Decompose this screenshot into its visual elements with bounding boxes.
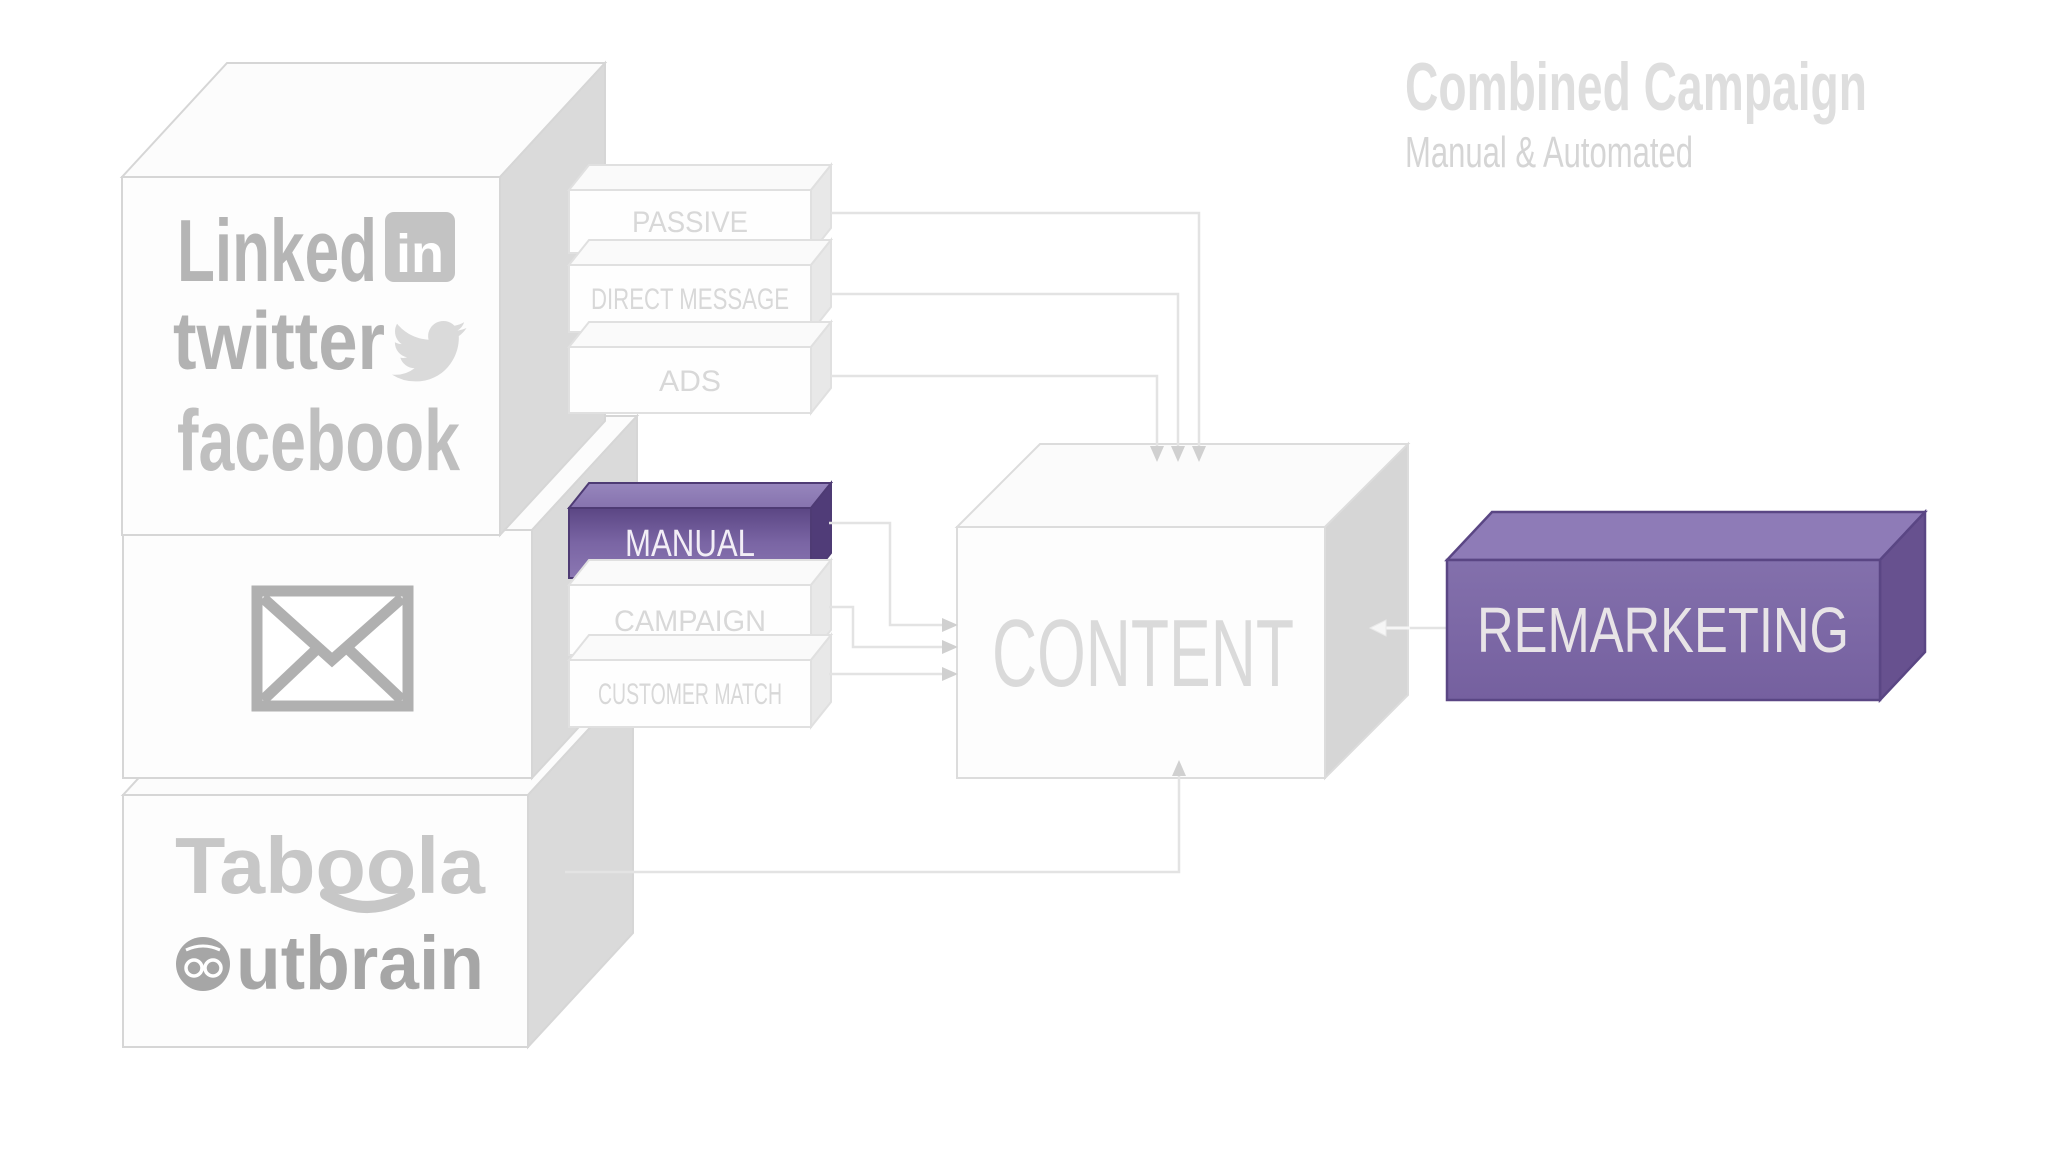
taboola-smile-icon: [320, 888, 415, 913]
outbrain-logo: utbrain: [236, 921, 484, 1006]
remarketing-box-front-face: [1445, 558, 1882, 702]
arrowhead-up-icon: [1172, 760, 1186, 776]
arrowhead-right-icon: [942, 640, 958, 654]
slab-label-campaign: CAMPAIGN: [614, 605, 766, 638]
twitter-bird-icon: [392, 320, 467, 382]
connector-manual-content: [829, 521, 942, 627]
arrowhead-left-icon: [1368, 619, 1387, 637]
slab-front-face: [568, 346, 812, 414]
slab-top-face: [566, 559, 834, 586]
tactic-slab-customer-match: CUSTOMER MATCH: [566, 632, 834, 730]
linkedin-logo: Linked: [177, 201, 377, 300]
slab-label-manual: MANUAL: [625, 523, 755, 565]
native-ads-box-front-face: [122, 794, 529, 1048]
slab-label-direct-message: DIRECT MESSAGE: [591, 283, 789, 316]
tactic-slab-ads: ADS: [566, 319, 834, 416]
linkedin-badge-text: in: [396, 224, 444, 284]
connector-direct-message-content: [831, 292, 1180, 446]
arrowhead-right-icon: [942, 618, 958, 632]
linkedin-badge-icon: in: [385, 212, 455, 284]
slab-top-face: [566, 634, 834, 661]
connector-passive-content: [831, 211, 1201, 446]
arrowhead-right-icon: [942, 667, 958, 681]
remarketing-box: REMARKETING: [1444, 508, 1928, 704]
diagram-title: Combined Campaign Manual & Automated: [1405, 49, 1867, 177]
social-box: Linked in twitter facebook: [119, 60, 608, 538]
arrowhead-down-icon: [1192, 446, 1206, 462]
page-subtitle: Manual & Automated: [1405, 128, 1693, 177]
connector-ads-content: [831, 374, 1159, 446]
slab-top-face: [566, 164, 834, 191]
remarketing-box-top-face: [1444, 510, 1928, 562]
facebook-logo: facebook: [177, 393, 460, 489]
arrowhead-down-icon: [1171, 446, 1185, 462]
slab-label-customer-match: CUSTOMER MATCH: [598, 678, 782, 711]
content-label: CONTENT: [992, 600, 1294, 707]
slab-front-face: [568, 264, 812, 333]
slab-front-face: [568, 659, 812, 728]
content-box-front-face: [956, 526, 1326, 779]
slab-label-ads: ADS: [659, 365, 721, 398]
remarketing-label: REMARKETING: [1477, 594, 1849, 666]
slab-top-face: [566, 239, 834, 266]
twitter-logo: twitter: [173, 296, 385, 387]
slab-top-face: [566, 321, 834, 348]
slab-label-passive: PASSIVE: [632, 206, 748, 239]
arrowhead-down-icon: [1150, 446, 1164, 462]
outbrain-face-icon: [176, 937, 230, 991]
page-title: Combined Campaign: [1405, 49, 1867, 125]
tactic-slab-direct-message: DIRECT MESSAGE: [566, 237, 834, 335]
slab-top-face: [566, 482, 834, 509]
envelope-icon: [251, 585, 414, 712]
connectors: [565, 211, 1447, 874]
content-box: CONTENT: [954, 441, 1411, 781]
connector-campaign-content: [829, 605, 942, 649]
connector-native-ads-content: [565, 776, 1181, 874]
